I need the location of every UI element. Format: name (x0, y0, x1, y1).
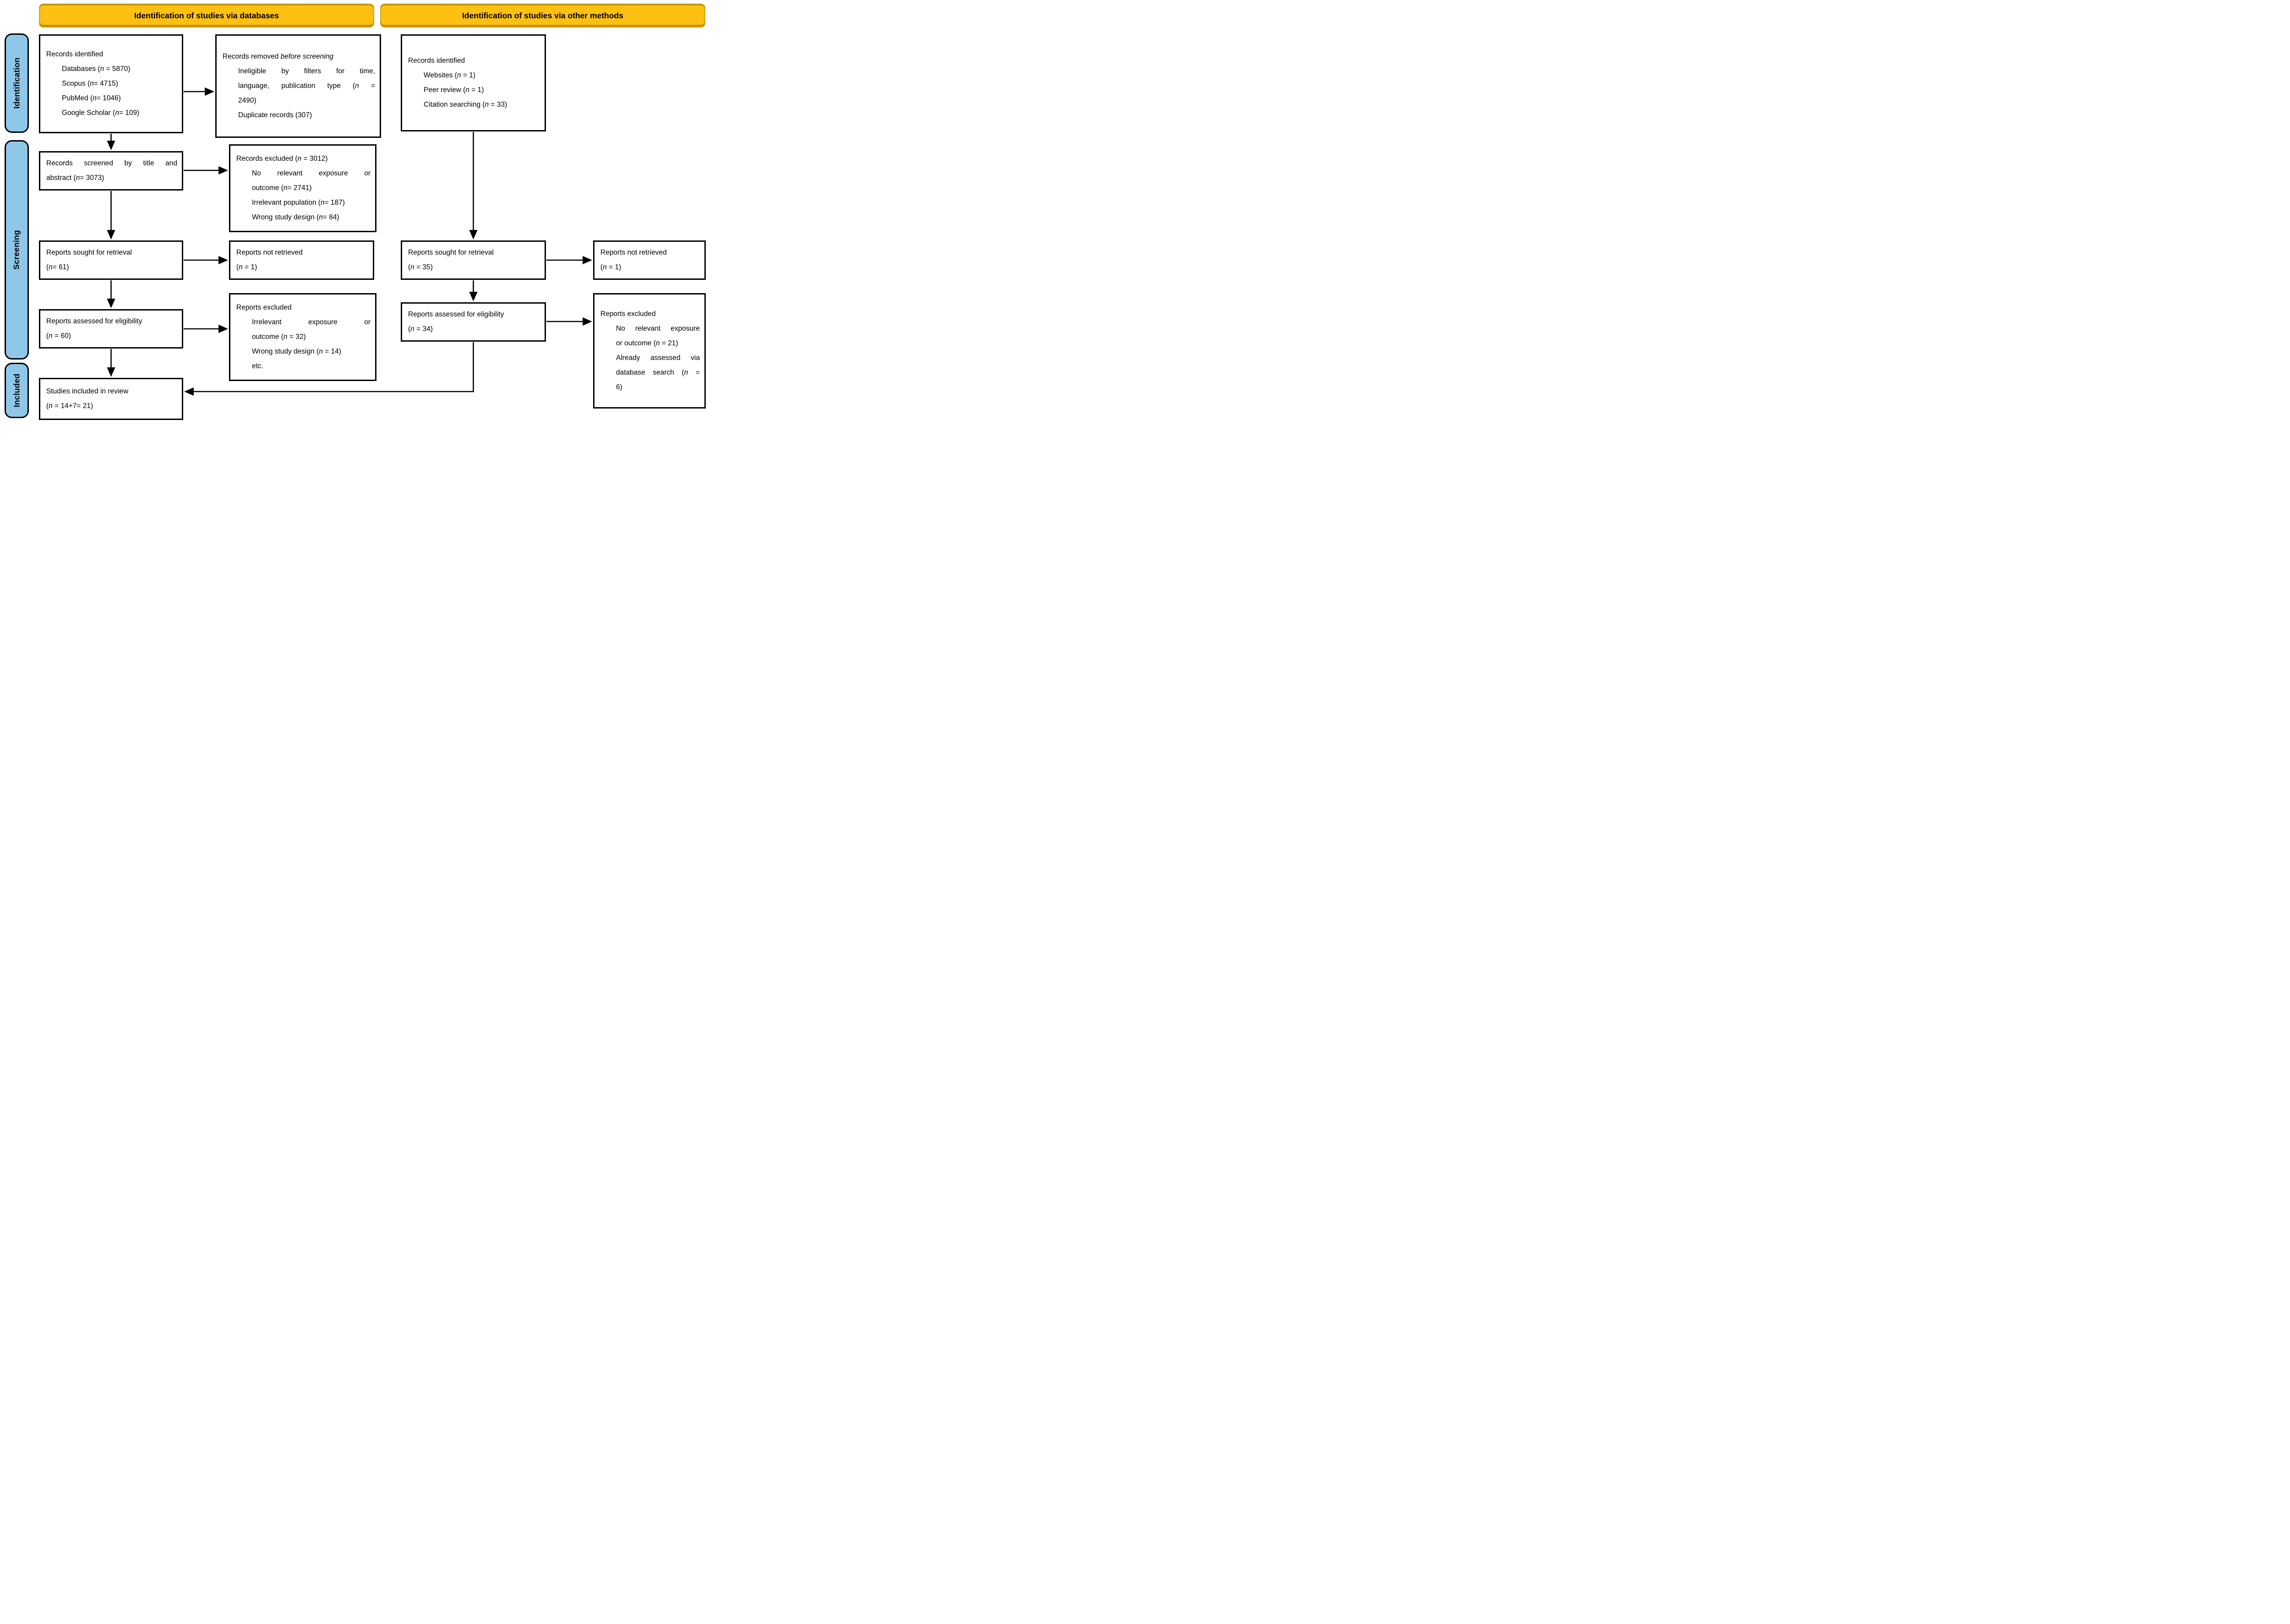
header-identification-via-databases: Identification of studies via databases (39, 4, 374, 27)
box-reports-sought-databases: Reports sought for retrieval(n= 61) (39, 240, 183, 280)
box-text: Studies included in review(n = 14+7= 21) (46, 387, 129, 410)
box-text: Reports sought for retrieval(n = 35) (408, 249, 494, 271)
box-reports-assessed-databases: Reports assessed for eligibility(n = 60) (39, 309, 183, 349)
header-label: Identification of studies via other meth… (462, 11, 623, 20)
box-records-excluded: Records excluded (n = 3012)No relevant e… (229, 144, 376, 232)
box-reports-sought-other: Reports sought for retrieval(n = 35) (401, 240, 546, 280)
box-reports-assessed-other: Reports assessed for eligibility(n = 34) (401, 302, 546, 342)
stage-label: Included (12, 373, 21, 408)
stage-identification: Identification (5, 33, 29, 133)
box-text: Reports assessed for eligibility(n = 60) (46, 317, 142, 340)
stage-label: Screening (12, 230, 22, 270)
box-reports-not-retrieved-other: Reports not retrieved(n = 1) (593, 240, 706, 280)
stage-included: Included (5, 363, 29, 418)
header-label: Identification of studies via databases (134, 11, 279, 20)
box-text: Reports not retrieved(n = 1) (600, 249, 667, 271)
prisma-flow-diagram: Identification of studies via databases … (0, 0, 708, 422)
box-text: Records excluded (n = 3012)No relevant e… (236, 155, 371, 221)
stage-label: Identification (12, 57, 22, 109)
header-identification-via-other-methods: Identification of studies via other meth… (380, 4, 705, 27)
box-reports-not-retrieved-databases: Reports not retrieved(n = 1) (229, 240, 374, 280)
box-studies-included: Studies included in review(n = 14+7= 21) (39, 378, 183, 420)
box-text: Reports assessed for eligibility(n = 34) (408, 311, 504, 333)
box-text: Reports not retrieved(n = 1) (236, 249, 303, 271)
box-text: Reports sought for retrieval(n= 61) (46, 249, 132, 271)
stage-screening: Screening (5, 140, 29, 360)
